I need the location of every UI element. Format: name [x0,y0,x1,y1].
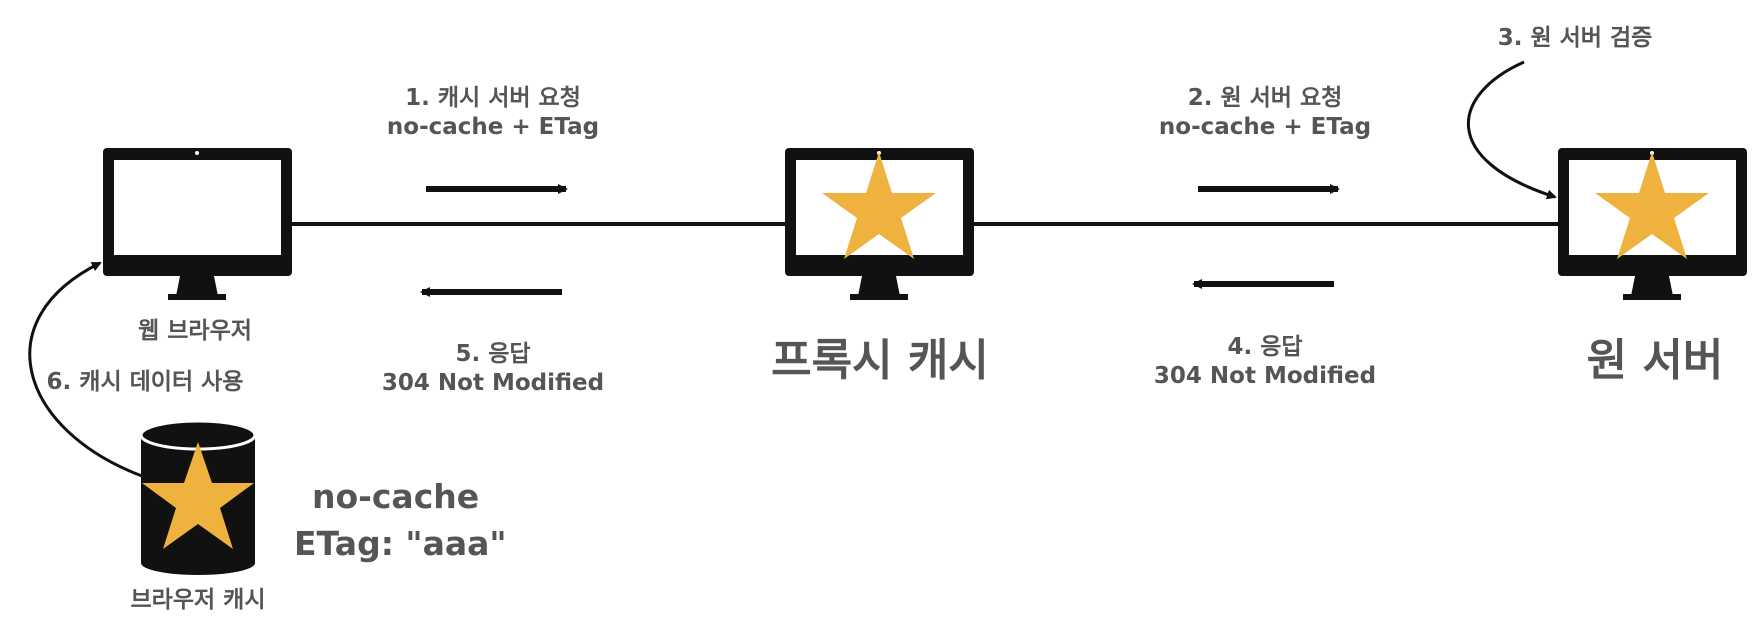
origin-label: 원 서버 [1586,335,1724,386]
cache-headers: no-cache ETag: "aaa" [294,477,507,564]
browser-label: 웹 브라우저 [138,318,252,344]
database-icon [139,419,257,575]
cache-star-icon [142,442,254,549]
arrow-origin-validate [1466,60,1557,200]
browser-cache-label: 브라우저 캐시 [130,587,266,613]
step3-label: 3. 원 서버 검증 [1497,25,1653,51]
browser-monitor-icon [103,148,292,300]
proxy-star-icon [822,152,936,259]
proxy-monitor-icon [785,148,974,300]
proxy-label: 프록시 캐시 [771,335,989,386]
origin-star-icon [1595,152,1709,259]
arrow-use-cache [28,261,143,478]
origin-monitor-icon [1558,148,1747,300]
step6-label: 6. 캐시 데이터 사용 [46,369,244,395]
